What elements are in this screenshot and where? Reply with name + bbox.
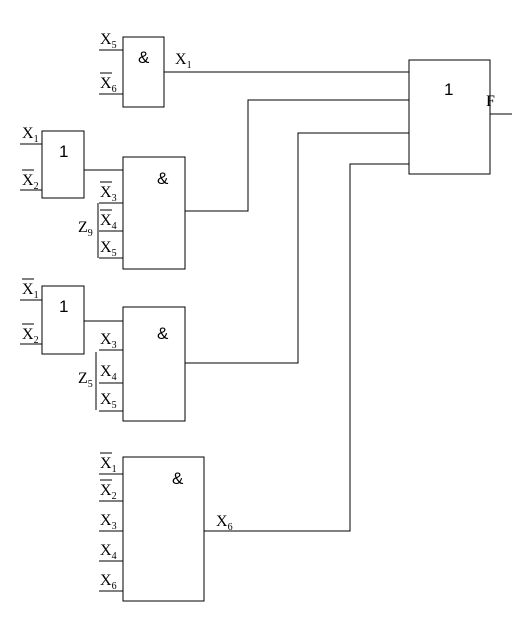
- wire-and3-to-final: [185, 132, 409, 364]
- and-gate-1-input-1-label: X5: [100, 31, 117, 51]
- and-gate-2-body: [122, 156, 186, 270]
- and-gate-4-input-2-label: X2: [100, 482, 117, 502]
- wire-and4-to-final: [204, 163, 409, 532]
- and-gate-2-symbol: &: [157, 169, 169, 188]
- and-gate-3-input-x4-label: X4: [100, 363, 117, 383]
- z9-group-label: Z9: [78, 219, 93, 239]
- wire-and2-to-final: [185, 99, 409, 212]
- and-gate-3-input-x5-label: X5: [100, 391, 117, 411]
- and-gate-1-symbol: &: [138, 48, 150, 67]
- or-gate-2-body: [41, 285, 85, 355]
- and-gate-3: & X3 X4 X5 Z5: [78, 306, 186, 422]
- or-gate-1-input-1-label: X1: [22, 125, 39, 145]
- or-gate-2-input-1-label: X1: [22, 281, 39, 301]
- or-gate-1-input-2-label: X2: [22, 172, 39, 192]
- and-gate-2-input-x5-label: X5: [100, 239, 117, 259]
- and-gate-2-input-x3-label: X3: [100, 184, 117, 204]
- or-gate-2: 1 X1 X2: [20, 278, 85, 355]
- or-gate-1: 1 X1 X2: [20, 125, 85, 199]
- or-gate-final-symbol: 1: [444, 80, 453, 99]
- and-gate-2-input-x4-label: X4: [100, 212, 117, 232]
- and-gate-3-input-x3-label: X3: [100, 331, 117, 351]
- and-gate-4: & X1 X2 X3 X4 X6 X6: [99, 452, 233, 602]
- and-gate-4-input-3-label: X3: [100, 512, 117, 532]
- and-gate-4-output-label: X6: [216, 513, 233, 533]
- or-gate-1-symbol: 1: [59, 142, 68, 161]
- or-gate-2-input-2-label: X2: [22, 326, 39, 346]
- final-output-label-f: F: [486, 93, 495, 110]
- and-gate-1-input-2-label: X6: [100, 75, 117, 95]
- and-gate-4-symbol: &: [172, 469, 184, 488]
- and-gate-4-body: [122, 456, 205, 602]
- or-gate-2-symbol: 1: [59, 297, 68, 316]
- and-gate-2: & X3 X4 X5 Z9: [78, 156, 186, 270]
- and-gate-1: & X5 X6 X1: [99, 31, 192, 108]
- z5-group-label: Z5: [78, 370, 93, 390]
- and-gate-3-symbol: &: [157, 324, 169, 343]
- and-gate-4-input-1-label: X1: [100, 455, 117, 475]
- and-gate-1-body: [122, 36, 165, 108]
- and-gate-3-body: [122, 306, 186, 422]
- or-gate-final: 1 F: [408, 59, 512, 175]
- and-gate-4-input-5-label: X6: [100, 572, 117, 592]
- or-gate-final-body: [408, 59, 491, 175]
- and-gate-1-output-label: X1: [175, 51, 192, 71]
- or-gate-1-body: [41, 130, 85, 199]
- and-gate-4-input-4-label: X4: [100, 542, 117, 562]
